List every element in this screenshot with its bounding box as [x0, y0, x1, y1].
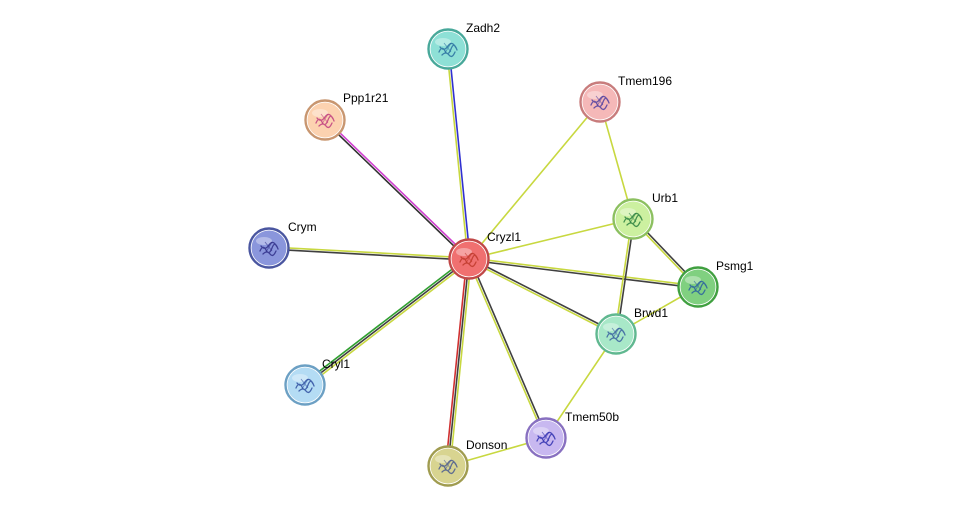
protein-structure-icon [315, 113, 335, 129]
edge-evidence-line [304, 258, 470, 386]
node-bubble [598, 316, 634, 352]
node-crym[interactable]: Crym [248, 220, 317, 269]
edge-cryzl1-crym[interactable] [268, 246, 470, 261]
node-label-urb1: Urb1 [652, 191, 678, 205]
node-bubble [251, 230, 287, 266]
edge-cryzl1-tmem50b[interactable] [467, 257, 548, 440]
node-bubble [451, 241, 487, 277]
node-urb1[interactable]: Urb1 [612, 191, 679, 240]
edge-evidence-line [468, 101, 601, 260]
node-bubble [528, 420, 564, 456]
node-label-tmem50b: Tmem50b [565, 410, 619, 424]
node-highlight [587, 91, 603, 99]
edge-evidence-line [468, 257, 699, 287]
edge-evidence-line [445, 257, 468, 467]
node-highlight [312, 109, 328, 117]
node-highlight [620, 208, 636, 216]
node-label-donson: Donson [466, 438, 507, 452]
edge-evidence-line [469, 257, 548, 439]
edge-evidence-line [468, 257, 618, 334]
node-label-cryl1: Cryl1 [322, 357, 350, 371]
edge-cryzl1-zadh2[interactable] [446, 48, 471, 260]
protein-structure-icon [590, 95, 610, 111]
node-tmem196[interactable]: Tmem196 [579, 74, 673, 123]
node-zadh2[interactable]: Zadh2 [427, 21, 501, 70]
node-label-ppp1r21: Ppp1r21 [343, 91, 389, 105]
edge-evidence-line [324, 118, 471, 260]
protein-structure-icon [688, 280, 708, 296]
node-ppp1r21[interactable]: Ppp1r21 [304, 91, 389, 141]
node-highlight [456, 248, 472, 256]
edge-evidence-line [323, 119, 470, 261]
edge-cryzl1-urb1[interactable] [468, 218, 634, 260]
edge-cryzl1-donson[interactable] [445, 257, 472, 468]
edge-cryzl1-brwd1[interactable] [467, 257, 618, 336]
node-psmg1[interactable]: Psmg1 [677, 259, 754, 308]
node-donson[interactable]: Donson [427, 438, 508, 487]
edge-evidence-line [467, 259, 617, 336]
edge-cryzl1-ppp1r21[interactable] [323, 118, 471, 261]
node-tmem50b[interactable]: Tmem50b [525, 410, 620, 459]
node-highlight [292, 374, 308, 382]
protein-structure-icon [623, 212, 643, 228]
edge-evidence-line [268, 246, 470, 259]
edge-evidence-line [449, 258, 472, 468]
node-label-zadh2: Zadh2 [466, 21, 500, 35]
node-highlight [435, 38, 451, 46]
node-label-psmg1: Psmg1 [716, 259, 754, 273]
node-highlight [435, 455, 451, 463]
node-highlight [256, 237, 272, 245]
edge-evidence-line [545, 333, 617, 439]
node-label-cryzl1: Cryzl1 [487, 230, 521, 244]
node-highlight [533, 427, 549, 435]
node-label-brwd1: Brwd1 [634, 306, 668, 320]
protein-structure-icon [295, 378, 315, 394]
protein-structure-icon [459, 252, 479, 268]
edge-cryzl1-cryl1[interactable] [302, 256, 472, 388]
protein-structure-icon [438, 459, 458, 475]
edge-evidence-line [447, 258, 470, 467]
protein-structure-icon [259, 241, 279, 257]
node-highlight [603, 323, 619, 331]
edge-evidence-line [467, 258, 546, 440]
node-bubble [430, 448, 466, 484]
edge-evidence-line [468, 218, 634, 260]
node-bubble [680, 269, 716, 305]
node-cryzl1[interactable]: Cryzl1 [448, 230, 522, 280]
node-bubble [615, 201, 651, 237]
node-highlight [685, 276, 701, 284]
node-label-tmem196: Tmem196 [618, 74, 672, 88]
node-bubble [430, 31, 466, 67]
protein-structure-icon [438, 42, 458, 58]
node-bubble [307, 102, 343, 138]
protein-structure-icon [606, 327, 626, 343]
node-cryl1[interactable]: Cryl1 [284, 357, 351, 406]
node-bubble [582, 84, 618, 120]
edge-evidence-line [305, 259, 472, 388]
edge-cryzl1-psmg1[interactable] [468, 257, 699, 289]
edge-cryzl1-tmem196[interactable] [468, 101, 601, 260]
node-bubble [287, 367, 323, 403]
edge-evidence-line [302, 256, 469, 385]
nodes-layer: Cryzl1 Zadh2Tmem196Ppp1r21Urb1CrymPsmg1Br… [248, 21, 754, 487]
node-brwd1[interactable]: Brwd1 [595, 306, 669, 355]
edge-evidence-line [468, 259, 699, 289]
edge-evidence-line [446, 48, 469, 260]
edge-evidence-line [268, 248, 470, 261]
protein-structure-icon [536, 431, 556, 447]
node-label-crym: Crym [288, 220, 317, 234]
edge-evidence-line [448, 48, 471, 260]
edge-brwd1-tmem50b[interactable] [545, 333, 617, 439]
